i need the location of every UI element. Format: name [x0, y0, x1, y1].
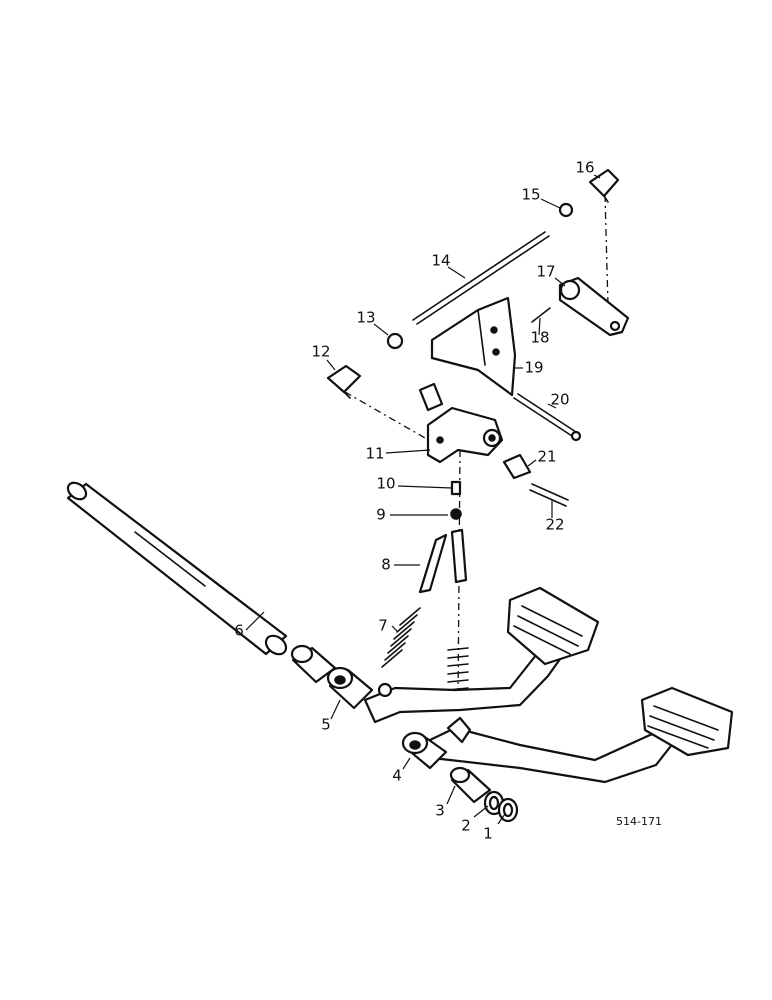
part-21-bushing [502, 453, 532, 480]
callout-12: 12 [311, 342, 331, 361]
part-18-pin [531, 307, 551, 323]
callout-9: 9 [376, 505, 386, 524]
part-9-nut [450, 508, 462, 520]
callout-20: 20 [550, 390, 570, 409]
part-22-pin [529, 483, 569, 507]
part-10-pin [450, 480, 462, 496]
callout-18: 18 [530, 328, 550, 347]
callout-11: 11 [365, 444, 385, 463]
callout-1: 1 [483, 824, 493, 843]
callout-6: 6 [234, 621, 244, 640]
callout-16: 16 [575, 158, 595, 177]
callout-7: 7 [378, 616, 388, 635]
part-15-nut [558, 202, 574, 218]
part-6-cross-shaft [66, 481, 288, 656]
part-16-clevis [588, 168, 620, 203]
part-13-nut [386, 332, 404, 350]
callout-5: 5 [321, 715, 331, 734]
callout-3: 3 [435, 801, 445, 820]
callout-15: 15 [521, 185, 541, 204]
callout-13: 13 [356, 308, 376, 327]
callout-21: 21 [537, 447, 557, 466]
callout-10: 10 [376, 474, 396, 493]
part-5-pedal-arm [326, 586, 600, 724]
part-20-bolt [513, 393, 582, 442]
part-4-pedal-arm [401, 686, 734, 784]
part-8-links [418, 528, 468, 594]
callout-14: 14 [431, 251, 451, 270]
part-14-rod [412, 231, 550, 325]
leader-lines [245, 174, 601, 825]
callout-2: 2 [461, 816, 471, 835]
part-12-clevis [326, 364, 362, 399]
callout-8: 8 [381, 555, 391, 574]
callout-4: 4 [392, 766, 402, 785]
part-19-mounting-bracket [430, 296, 517, 397]
part-2-washer [483, 790, 505, 816]
callout-17: 17 [536, 262, 556, 281]
part-7-springs [381, 607, 469, 691]
part-17-lever [558, 276, 630, 337]
drawing-reference-code: 514-171 [616, 815, 662, 828]
part-11-bracket [418, 382, 504, 464]
part-3-bushing [449, 766, 492, 804]
callout-22: 22 [545, 515, 565, 534]
callout-19: 19 [524, 358, 544, 377]
